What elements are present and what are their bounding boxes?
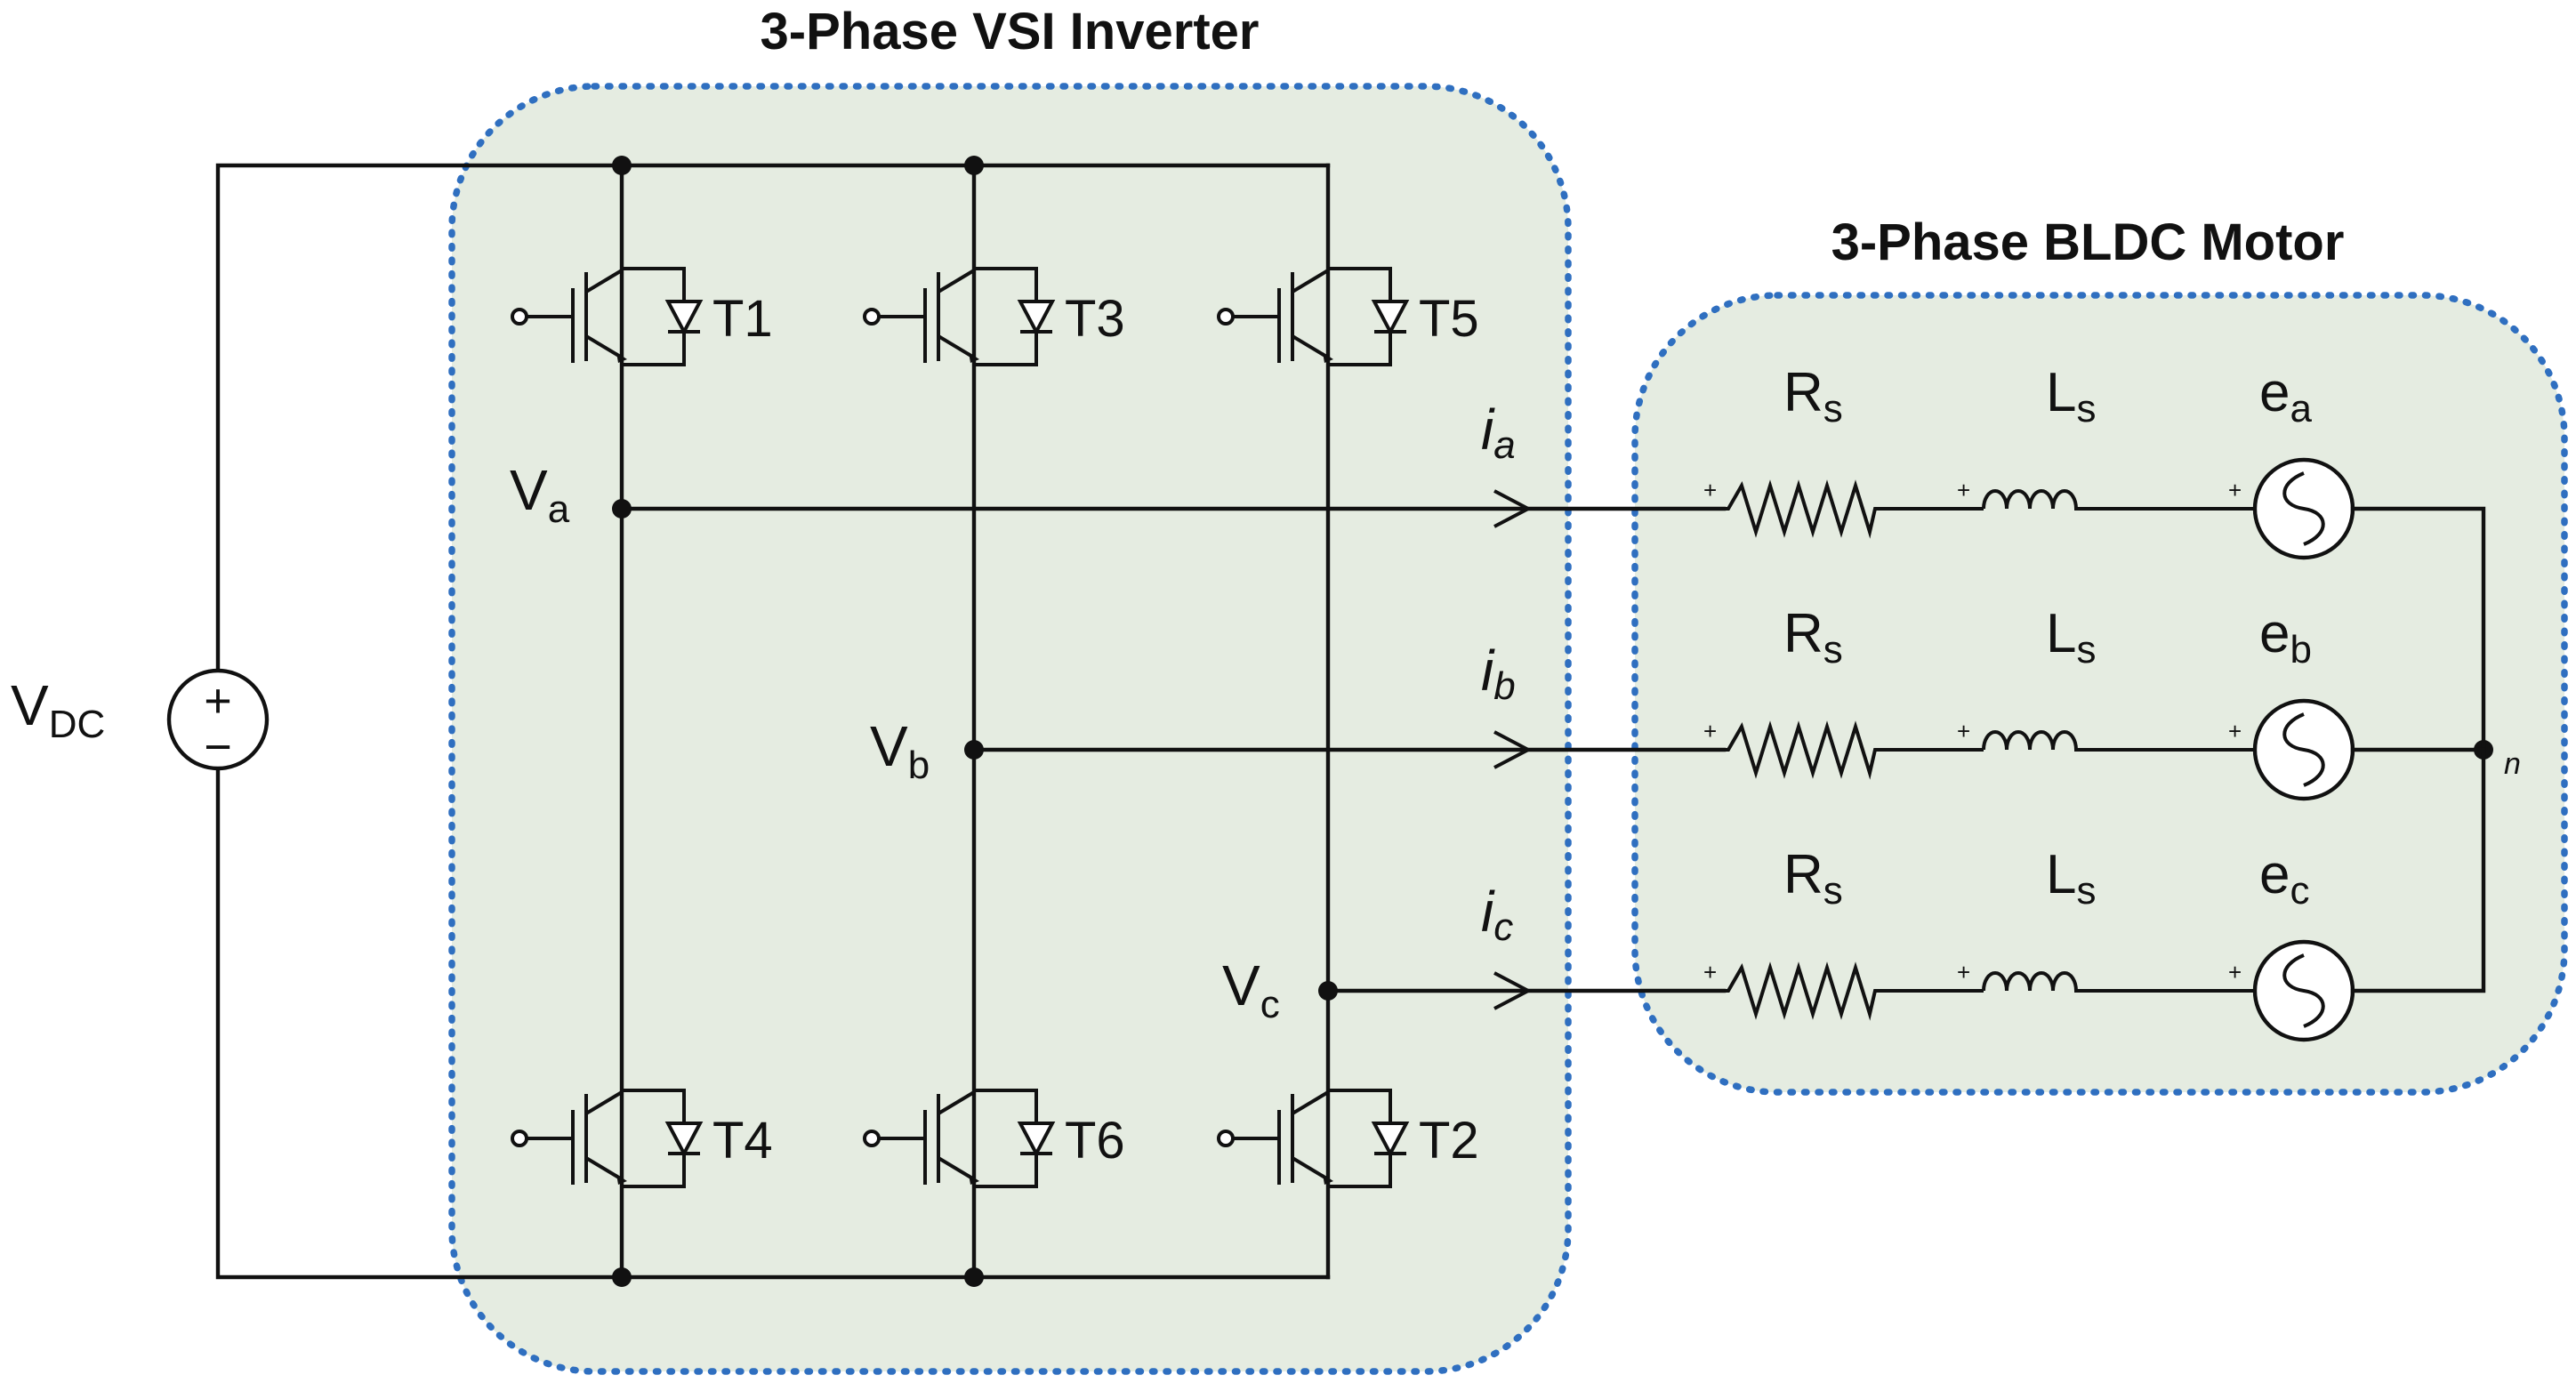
- inductor-label: Ls: [2046, 844, 2096, 913]
- sine-icon: [2282, 471, 2325, 546]
- resistor-rs: [1724, 720, 1984, 780]
- inductor-ls: [1982, 971, 2255, 993]
- ib-label: ib: [1481, 639, 1516, 708]
- inductor-label: Ls: [2046, 362, 2096, 430]
- motor-title: 3-Phase BLDC Motor: [1831, 213, 2345, 271]
- switch-label: T3: [1065, 290, 1125, 348]
- motor-phase-b: + + + Rs Ls eb: [1703, 603, 2355, 801]
- igbt-switch-t3: T3: [863, 267, 1125, 366]
- switch-label: T1: [712, 290, 773, 348]
- sine-icon: [2282, 712, 2325, 787]
- resistor-label: Rs: [1783, 844, 1843, 913]
- igbt-switch-t2: T2: [1217, 1089, 1479, 1188]
- igbt-switch-t6: T6: [863, 1089, 1125, 1188]
- inductor-ls: [1982, 730, 2255, 752]
- emf-label: ec: [2259, 844, 2309, 913]
- neutral-bus: [2350, 506, 2486, 993]
- resistor-label: Rs: [1783, 603, 1843, 671]
- ic-label: ic: [1481, 880, 1513, 949]
- dc-source-symbol: + −: [166, 668, 270, 774]
- motor-region: [1631, 292, 2568, 1096]
- polarity-mark: +: [2228, 959, 2242, 985]
- polarity-mark: +: [1703, 959, 1717, 985]
- current-arrows: [1493, 489, 1533, 1010]
- switch-label: T4: [712, 1112, 773, 1170]
- polarity-mark: +: [2228, 477, 2242, 503]
- switch-label: T5: [1419, 290, 1479, 348]
- polarity-mark: +: [1703, 477, 1717, 503]
- resistor-label: Rs: [1783, 362, 1843, 430]
- polarity-mark: +: [1957, 959, 1970, 985]
- inductor-label: Ls: [2046, 603, 2096, 671]
- emf-label: ea: [2259, 362, 2312, 430]
- ia-label: ia: [1481, 398, 1516, 467]
- polarity-mark: +: [1957, 718, 1970, 744]
- inverter-region: [448, 83, 1572, 1375]
- junction-dots: [612, 156, 2493, 1287]
- vc-label: Vc: [1222, 953, 1280, 1026]
- resistor-rs: [1724, 479, 1984, 539]
- dc-source-minus: −: [204, 720, 232, 774]
- polarity-mark: +: [1703, 718, 1717, 744]
- polarity-mark: +: [2228, 718, 2242, 744]
- switch-label: T2: [1419, 1112, 1479, 1170]
- igbt-switch-t5: T5: [1217, 267, 1479, 366]
- dc-source-plus: +: [204, 674, 232, 728]
- vb-label: Vb: [870, 714, 930, 787]
- va-label: Va: [510, 458, 570, 531]
- emf-label: eb: [2259, 603, 2312, 671]
- igbt-switch-t4: T4: [511, 1089, 773, 1188]
- inductor-ls: [1982, 489, 2255, 511]
- resistor-rs: [1724, 961, 1984, 1021]
- switches: T1 T3 T5 T4: [511, 267, 1479, 1188]
- igbt-switch-t1: T1: [511, 267, 773, 366]
- dc-bus: [215, 163, 1331, 1280]
- switch-label: T6: [1065, 1112, 1125, 1170]
- motor-phase-c: + + + Rs Ls ec: [1703, 844, 2355, 1042]
- sine-icon: [2282, 953, 2325, 1028]
- polarity-mark: +: [1957, 477, 1970, 503]
- inverter-title: 3-Phase VSI Inverter: [761, 3, 1260, 60]
- neutral-label: n: [2504, 747, 2521, 781]
- vdc-label: VDC: [11, 673, 105, 746]
